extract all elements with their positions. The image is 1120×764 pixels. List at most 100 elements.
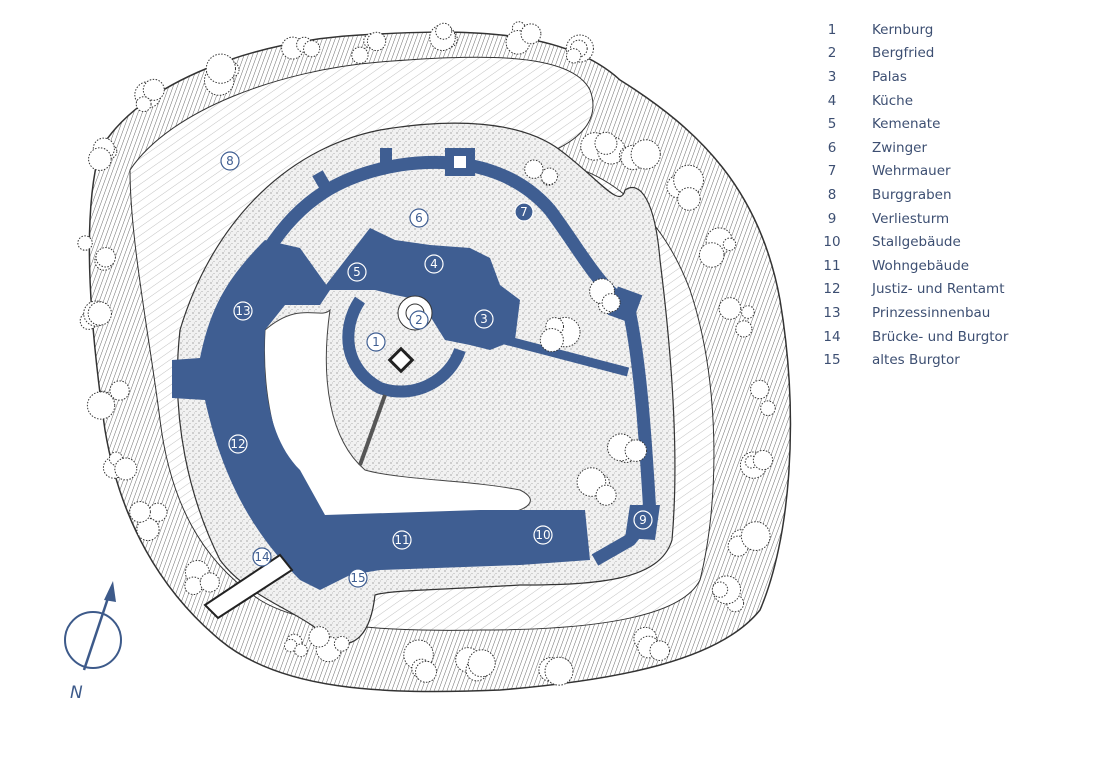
legend-label: Palas <box>872 68 907 85</box>
tree-icon <box>760 400 776 417</box>
legend-number: 7 <box>827 163 837 180</box>
marker-4: 4 <box>424 254 444 274</box>
tree-icon <box>624 439 648 462</box>
tree-icon <box>77 235 93 251</box>
legend-label: Zwinger <box>872 139 928 156</box>
marker-circle <box>633 510 653 530</box>
marker-circle <box>252 547 272 567</box>
legend-label: Brücke- und Burgtor <box>872 328 1009 345</box>
wall-buttress <box>380 148 392 168</box>
legend-label: Justiz- und Rentamt <box>872 281 1005 298</box>
marker-14: 14 <box>252 547 272 567</box>
marker-number: 1 <box>372 335 380 349</box>
tree-icon <box>595 484 617 506</box>
tree-icon <box>114 457 138 481</box>
kernburg-palas-kemenate <box>322 228 520 350</box>
tree-icon <box>544 656 574 686</box>
legend-label: Kemenate <box>872 116 941 133</box>
marker-circle <box>533 525 553 545</box>
marker-number: 13 <box>235 304 250 318</box>
wall-buttress <box>312 170 332 192</box>
marker-11: 11 <box>392 530 412 550</box>
tree-icon <box>740 521 771 551</box>
legend-number: 14 <box>823 328 841 345</box>
legend-number: 1 <box>827 21 837 38</box>
marker-13: 13 <box>233 301 253 321</box>
tower-opening <box>454 156 466 168</box>
marker-number: 14 <box>254 550 269 564</box>
legend-number: 13 <box>823 304 841 321</box>
tree-icon <box>630 139 661 170</box>
marker-10: 10 <box>533 525 553 545</box>
marker-circle <box>228 434 248 454</box>
marker-7: 7 <box>514 202 534 222</box>
tree-icon <box>601 293 621 313</box>
tree-icon <box>87 301 112 326</box>
tree-icon <box>718 297 742 320</box>
tree-icon <box>673 164 705 196</box>
legend-item: 2 Bergfried <box>818 42 1008 66</box>
marker-circle <box>348 568 368 588</box>
tree-icon <box>184 576 203 596</box>
marker-2: 2 <box>409 310 429 330</box>
legend-number: 3 <box>827 68 837 85</box>
tree-icon <box>414 660 438 683</box>
marker-circle <box>409 208 429 228</box>
tree-icon <box>524 159 544 179</box>
legend-number: 2 <box>827 45 837 62</box>
marker-number: 7 <box>520 205 528 219</box>
legend-label: Verliesturm <box>872 210 950 227</box>
tree-icon <box>303 40 321 58</box>
tree-icon <box>148 502 168 522</box>
main-wing-buildings <box>172 240 590 590</box>
legend-number: 9 <box>827 210 837 227</box>
marker-6: 6 <box>409 208 429 228</box>
tree-icon <box>95 247 116 268</box>
legend-item: 8 Burggraben <box>818 183 1008 207</box>
legend-label: Stallgebäude <box>872 234 961 251</box>
legend-item: 10 Stallgebäude <box>818 230 1008 254</box>
legend-label: Wohngebäude <box>872 257 970 274</box>
legend-label: Bergfried <box>872 45 935 62</box>
tree-icon <box>467 649 496 678</box>
tree-icon <box>205 53 236 84</box>
legend-number: 10 <box>823 234 841 251</box>
curtain-wall <box>262 156 657 566</box>
cross-wall <box>503 335 630 377</box>
legend-number: 8 <box>827 186 837 203</box>
north-label: N <box>70 683 83 703</box>
tree-icon <box>86 391 116 420</box>
marker-circle <box>347 262 367 282</box>
legend-label: Burggraben <box>872 186 952 203</box>
tree-icon <box>722 237 737 252</box>
tree-icon <box>109 380 130 401</box>
north-arrow-icon <box>104 581 116 602</box>
tree-icon <box>520 23 542 45</box>
tree-icon <box>294 643 308 658</box>
legend-number: 15 <box>823 352 841 369</box>
legend-item: 9 Verliesturm <box>818 207 1008 231</box>
trees <box>77 21 776 686</box>
marker-3: 3 <box>474 309 494 329</box>
marker-number: 4 <box>430 257 438 271</box>
marker-number: 10 <box>535 528 550 542</box>
marker-1: 1 <box>366 332 386 352</box>
tree-icon <box>199 572 220 593</box>
legend-item: 3 Palas <box>818 65 1008 89</box>
marker-8: 8 <box>220 151 240 171</box>
well <box>387 346 415 374</box>
tree-icon <box>711 581 729 598</box>
tree-icon <box>750 379 770 400</box>
legend-number: 6 <box>827 139 837 156</box>
bridge <box>203 553 294 620</box>
marker-circle <box>233 301 253 321</box>
legend-number: 4 <box>827 92 837 109</box>
tree-icon <box>351 46 369 64</box>
marker-number: 12 <box>230 437 245 451</box>
tree-icon <box>752 449 774 471</box>
